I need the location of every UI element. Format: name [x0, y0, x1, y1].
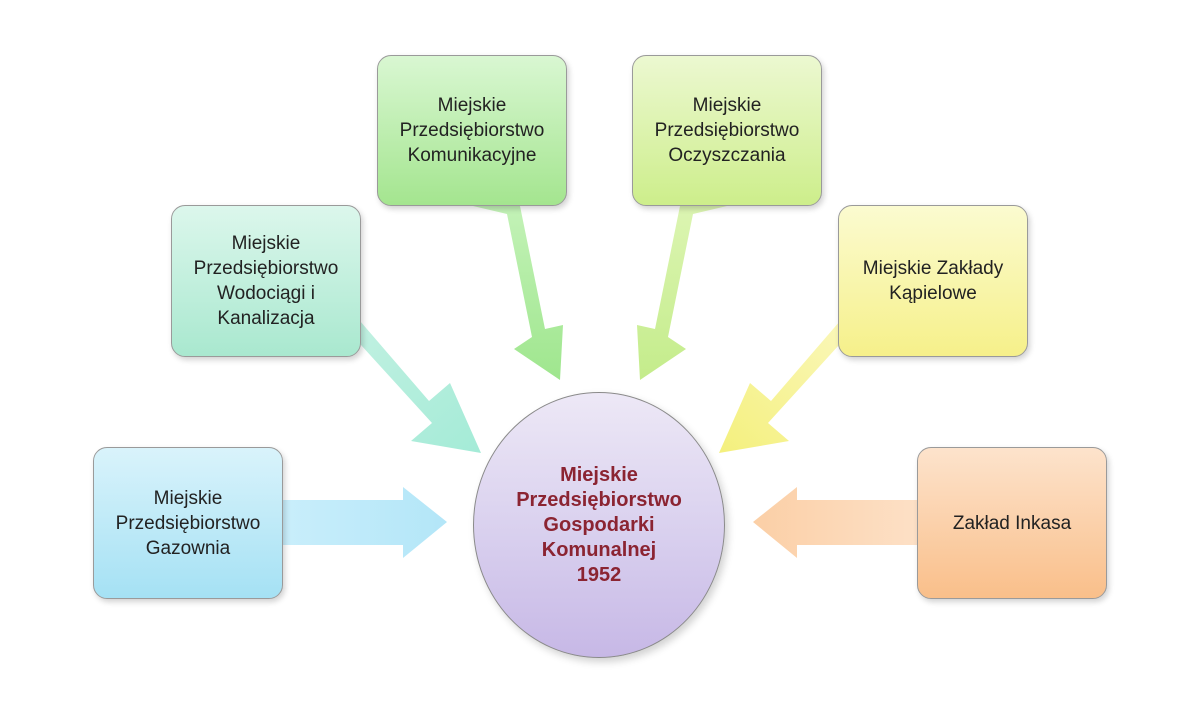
- unit-label-wodociagi: Miejskie Przedsiębiorstwo Wodociągi i Ka…: [193, 233, 339, 329]
- unit-label-kapielowe: Miejskie Zakłady Kąpielowe: [862, 258, 1004, 304]
- arrow-kapielowe: [719, 321, 873, 453]
- unit-label-komunikacyjne: Miejskie Przedsiębiorstwo Komunikacyjne: [399, 95, 545, 166]
- hub-circle: Miejskie Przedsiębiorstwo Gospodarki Kom…: [473, 392, 725, 658]
- unit-label-oczyszczania: Miejskie Przedsiębiorstwo Oczyszczania: [654, 95, 800, 166]
- unit-label-inkasa: Zakład Inkasa: [952, 512, 1072, 534]
- arrow-wodociagi: [327, 321, 481, 453]
- unit-box-gazownia: Miejskie Przedsiębiorstwo Gazownia: [93, 447, 283, 599]
- arrow-inkasa: [753, 487, 917, 558]
- unit-box-wodociagi: Miejskie Przedsiębiorstwo Wodociągi i Ka…: [171, 205, 361, 357]
- unit-box-kapielowe: Miejskie Zakłady Kąpielowe: [838, 205, 1028, 357]
- arrow-oczyszczania: [637, 206, 727, 380]
- arrow-gazownia: [283, 487, 447, 558]
- arrow-komunikacyjne: [473, 206, 563, 380]
- unit-box-komunikacyjne: Miejskie Przedsiębiorstwo Komunikacyjne: [377, 55, 567, 206]
- unit-label-gazownia: Miejskie Przedsiębiorstwo Gazownia: [115, 487, 261, 559]
- unit-box-oczyszczania: Miejskie Przedsiębiorstwo Oczyszczania: [632, 55, 822, 206]
- hub-label: Miejskie Przedsiębiorstwo Gospodarki Kom…: [516, 463, 682, 586]
- unit-box-inkasa: Zakład Inkasa: [917, 447, 1107, 599]
